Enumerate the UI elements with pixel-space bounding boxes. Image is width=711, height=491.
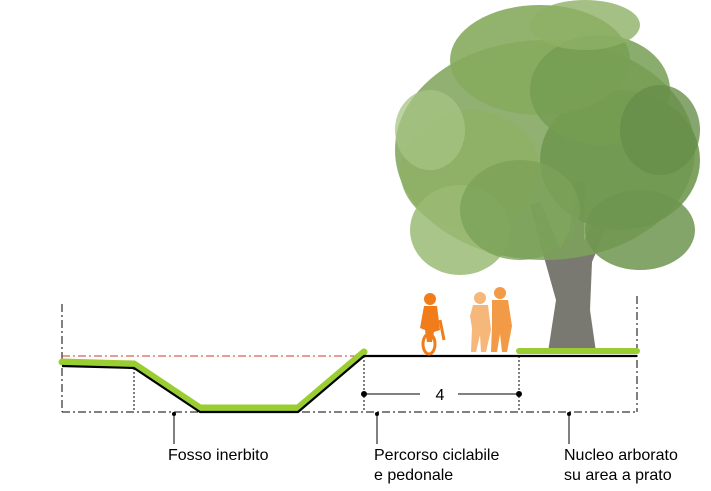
label-percorso-line1: Percorso ciclabile bbox=[374, 447, 500, 464]
tree-trunk bbox=[530, 180, 612, 352]
tree-foliage bbox=[395, 0, 700, 275]
section-boundaries bbox=[61, 296, 638, 412]
dimension-line: 4 bbox=[361, 387, 522, 404]
dimension-endpoint-left bbox=[361, 391, 367, 397]
dimension-endpoint-right bbox=[516, 391, 522, 397]
label-anchor-dots bbox=[172, 412, 571, 416]
grass-surface bbox=[58, 348, 640, 412]
tree-illustration bbox=[395, 0, 700, 352]
label-percorso-line2: e pedonale bbox=[374, 467, 454, 484]
label-leaders bbox=[173, 416, 570, 444]
label-percorso-ciclabile: Percorso ciclabile e pedonale bbox=[374, 446, 499, 486]
label-fosso-text: Fosso inerbito bbox=[168, 447, 269, 464]
label-nucleo-arborato: Nucleo arborato su area a prato bbox=[564, 446, 678, 486]
cyclist-figure bbox=[420, 293, 446, 356]
dimension-value: 4 bbox=[436, 387, 445, 404]
label-nucleo-line2: su area a prato bbox=[564, 467, 672, 484]
walking-couple-figure bbox=[470, 287, 512, 352]
label-nucleo-line1: Nucleo arborato bbox=[564, 447, 678, 464]
label-fosso-inerbito: Fosso inerbito bbox=[168, 446, 269, 466]
dotted-dividers bbox=[133, 356, 520, 412]
ground-profile bbox=[61, 354, 637, 414]
